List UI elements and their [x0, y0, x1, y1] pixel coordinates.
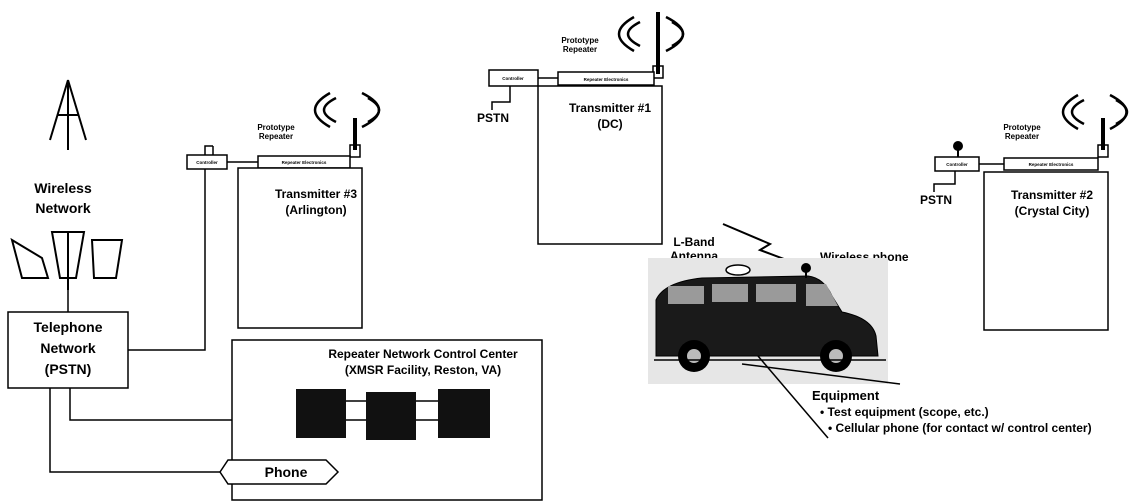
l-band-label-1: L-Band	[673, 235, 714, 249]
control-center-title: Repeater Network Control Center	[328, 347, 518, 361]
telephone-network-label-1: Telephone	[34, 319, 103, 335]
prototype-repeater-label-1: Prototype	[561, 36, 599, 45]
controller-label: Controller	[196, 160, 218, 165]
transmitter-1-location: (DC)	[597, 117, 622, 131]
antenna-icon	[1063, 95, 1127, 157]
crystal-city-pstn-link	[934, 171, 955, 192]
dc-pstn-link	[492, 86, 510, 110]
prototype-repeater-label-1: Prototype	[257, 123, 295, 132]
repeater-electronics-label: Repeater Electronics	[1029, 162, 1074, 167]
transmitter-2-location: (Crystal City)	[1015, 204, 1090, 218]
controller-label: Controller	[502, 76, 524, 81]
transmitter-1-label: Transmitter #1	[569, 101, 651, 115]
antenna-icon	[619, 12, 683, 78]
transmitter-2-label: Transmitter #2	[1011, 188, 1093, 202]
controller-label: Controller	[946, 162, 968, 167]
prototype-repeater-label-1: Prototype	[1003, 123, 1041, 132]
wireless-network-label-1: Wireless	[34, 180, 92, 196]
equipment-title: Equipment	[812, 388, 880, 403]
telephone-network-label-2: Network	[40, 340, 95, 356]
prototype-repeater-label-2: Repeater	[1005, 132, 1039, 141]
equipment-item: • Cellular phone (for contact w/ control…	[828, 421, 1092, 435]
pstn-label: PSTN	[477, 111, 509, 125]
wireless-network-label-2: Network	[35, 200, 90, 216]
repeater-electronics-label: Repeater Electronics	[282, 160, 327, 165]
equipment-item: • Test equipment (scope, etc.)	[820, 405, 989, 419]
phone-handset-icon	[953, 141, 963, 158]
van-icon	[648, 258, 888, 384]
transmitter-3-location: (Arlington)	[285, 203, 346, 217]
transmitter-3-label: Transmitter #3	[275, 187, 357, 201]
telephone-network-label-3: (PSTN)	[45, 361, 92, 377]
prototype-repeater-label-2: Repeater	[563, 45, 597, 54]
pstn-label: PSTN	[920, 193, 952, 207]
control-center-subtitle: (XMSR Facility, Reston, VA)	[345, 363, 501, 377]
phone-label: Phone	[265, 464, 308, 480]
repeater-electronics-label: Repeater Electronics	[584, 77, 629, 82]
equipment-rack-icon	[296, 389, 490, 440]
antenna-icon	[315, 93, 379, 157]
prototype-repeater-label-2: Repeater	[259, 132, 293, 141]
